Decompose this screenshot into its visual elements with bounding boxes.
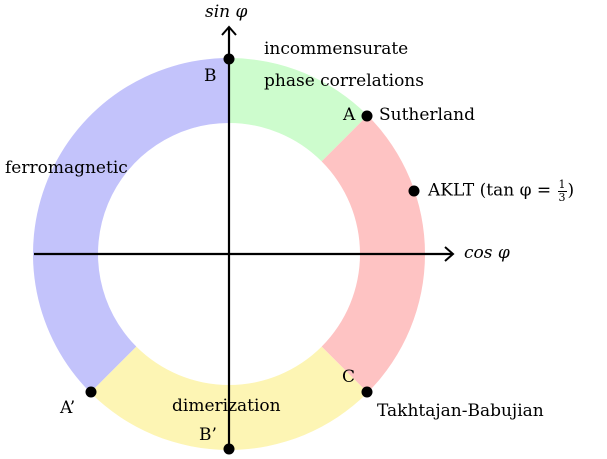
x-axis-arrow xyxy=(444,246,455,262)
point-AKLT xyxy=(408,185,420,197)
incommensurate-label-line1: incommensurate xyxy=(264,39,409,59)
point-C xyxy=(361,386,373,398)
point-B-prime-label: B’ xyxy=(199,425,217,445)
point-B xyxy=(223,53,235,65)
point-B-prime xyxy=(223,443,235,455)
dimerization-label: dimerization xyxy=(172,396,281,416)
x-axis-label: cos φ xyxy=(464,243,510,263)
aklt-suffix: ) xyxy=(567,180,575,201)
aklt-prefix: AKLT (tan φ = xyxy=(428,180,557,201)
aklt-fraction-denominator: 3 xyxy=(558,190,566,204)
incommensurate-label-line2: phase correlations xyxy=(264,71,424,91)
aklt-fraction-numerator: 1 xyxy=(557,178,567,192)
point-B-label: B xyxy=(204,66,217,86)
sutherland-label: Sutherland xyxy=(379,105,475,125)
point-A-label: A xyxy=(343,105,356,125)
y-axis-arrow xyxy=(221,25,237,36)
ferromagnetic-region xyxy=(33,58,229,393)
takhtajan-label: Takhtajan-Babujian xyxy=(377,401,544,421)
point-C-label: C xyxy=(342,367,356,387)
point-A-prime-label: A’ xyxy=(60,398,76,418)
y-axis-label: sin φ xyxy=(205,2,248,22)
incommensurate-region xyxy=(229,58,368,162)
point-A-prime xyxy=(85,386,97,398)
point-A xyxy=(361,110,373,122)
ferromagnetic-label: ferromagnetic xyxy=(5,158,128,178)
